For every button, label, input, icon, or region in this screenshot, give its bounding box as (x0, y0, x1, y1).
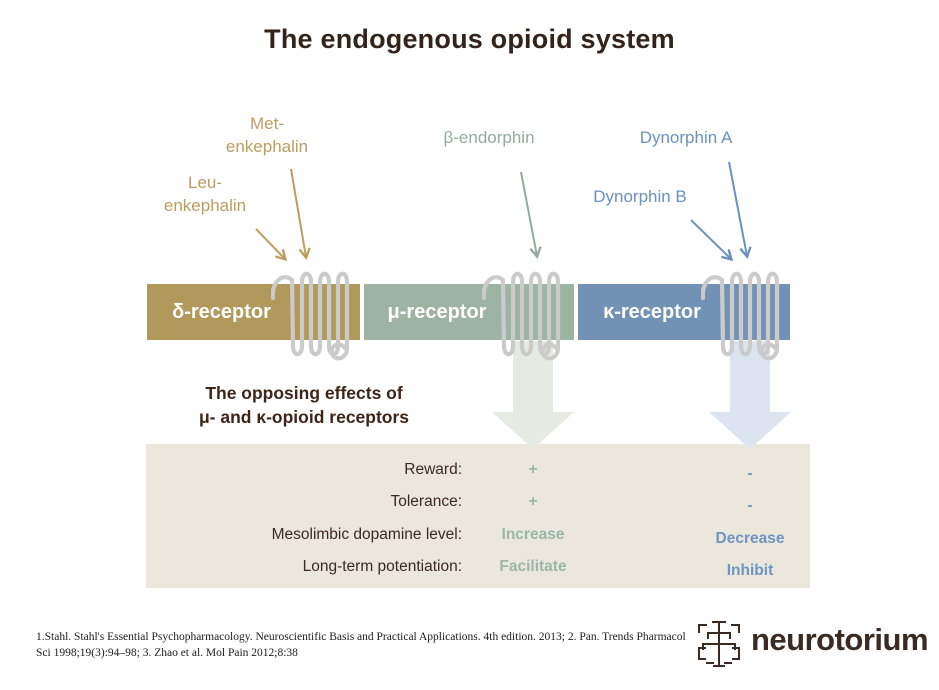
table-row-label-tolerance: Tolerance: (390, 493, 462, 510)
dynorphin-a-arrow (728, 161, 752, 259)
dynorphin-b-arrow (690, 219, 734, 262)
table-value-tolerance-kappa: - (747, 497, 753, 514)
leu-enkephalin-line1: Leu- (187, 173, 223, 192)
table-row-label-potentiation: Long-term potentiation: (302, 558, 462, 575)
dynorphin-a-label: Dynorphin A (639, 128, 733, 147)
table-value-potentiation-mu: Facilitate (499, 558, 567, 575)
citation-line1: 1.Stahl. Stahl's Essential Psychopharmac… (36, 631, 686, 643)
met-enkephalin-arrow (290, 168, 311, 260)
table-row-label-dopamine: Mesolimbic dopamine level: (271, 526, 462, 543)
mu-effect-down-arrow (492, 341, 574, 449)
dynorphin-b-label: Dynorphin B (593, 187, 687, 206)
met-enkephalin-line2: enkephalin (225, 137, 309, 156)
citation-line2: Sci 1998;19(3):94–98; 3. Zhao et al. Mol… (36, 646, 298, 659)
effects-heading: The opposing effects of μ- and κ-opioid … (148, 382, 460, 429)
beta-endorphin-label: β-endorphin (443, 128, 535, 147)
page-title: The endogenous opioid system (264, 24, 675, 54)
table-value-dopamine-mu: Increase (501, 526, 565, 543)
effects-heading-line2: μ- and κ-opioid receptors (198, 406, 410, 427)
table-value-reward-mu: + (528, 461, 538, 478)
neurotorium-logo-text: neurotorium (751, 622, 929, 657)
mu-receptor-bar: μ-receptor (364, 284, 574, 340)
table-value-tolerance-mu: + (528, 493, 538, 510)
effects-panel (146, 444, 810, 588)
kappa-effect-down-arrow (709, 341, 791, 449)
kappa-receptor-bar: κ-receptor (578, 284, 790, 340)
met-enkephalin-line1: Met- (250, 114, 284, 133)
beta-endorphin-arrow (520, 171, 542, 259)
delta-receptor-bar: δ-receptor (147, 284, 360, 340)
table-value-reward-kappa: - (747, 465, 753, 482)
leu-enkephalin-line2: enkephalin (163, 196, 247, 215)
neurotorium-logo-icon (698, 621, 740, 667)
leu-enkephalin-label: Leu- enkephalin (135, 171, 275, 217)
met-enkephalin-label: Met- enkephalin (197, 112, 337, 158)
leu-enkephalin-arrow (255, 228, 288, 262)
table-value-dopamine-kappa: Decrease (715, 530, 785, 547)
table-row-label-reward: Reward: (404, 461, 462, 478)
table-value-potentiation-kappa: Inhibit (726, 562, 774, 579)
effects-heading-line1: The opposing effects of (205, 383, 403, 403)
citation-footnote: 1.Stahl. Stahl's Essential Psychopharmac… (36, 630, 691, 661)
